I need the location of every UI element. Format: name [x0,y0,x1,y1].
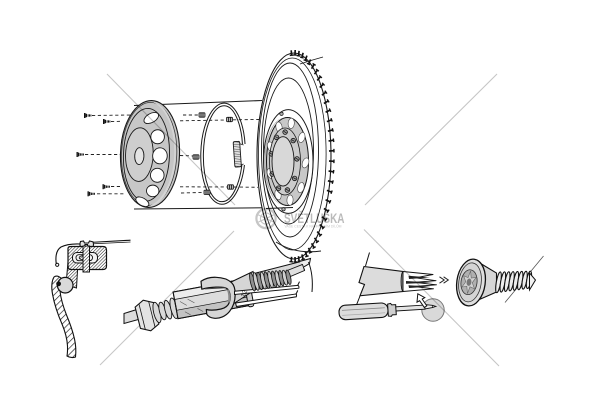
svg-text:12: 12 [240,289,249,299]
svg-text:SVĚTLUŠKA: SVĚTLUŠKA [284,211,345,226]
svg-text:VAŠE CESTA K NÁHRADNÍM DÍLŮM: VAŠE CESTA K NÁHRADNÍM DÍLŮM [285,224,342,229]
